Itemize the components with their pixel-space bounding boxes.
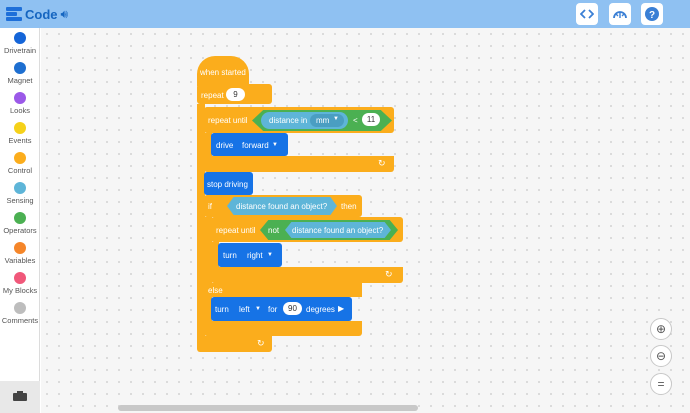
drive-label: drive [216,141,234,150]
zoom-in-button[interactable]: ⊕ [650,318,672,340]
repeat-count-input[interactable]: 9 [226,88,245,101]
repeat-label: repeat [201,91,224,100]
else-section [204,283,362,297]
repeat-until-1-arm [204,133,212,156]
top-bar: Code 🔊︎ ? [0,0,690,28]
help-button[interactable]: ? [641,3,663,25]
category-control[interactable]: Control [0,152,40,175]
loop-arrow-icon: ↻ [257,338,265,348]
turn-right-label: turn [223,251,237,260]
category-dot [14,242,26,254]
unit-value: mm [316,116,330,125]
category-sensing[interactable]: Sensing [0,182,40,205]
category-drivetrain[interactable]: Drivetrain [0,32,40,55]
code-label: Code [25,6,58,22]
else-arm [204,297,212,321]
repeat-until-1-footer [204,156,394,172]
dashboard-icon [613,11,627,19]
drive-direction[interactable]: forward [242,141,269,150]
code-view-button[interactable] [576,3,598,25]
category-variables[interactable]: Variables [0,242,40,265]
stop-driving-block[interactable] [204,172,253,195]
repeat-until-2-arm [211,242,219,267]
repeat-until-2-label: repeat until [216,226,256,235]
category-dot [14,32,26,44]
category-dot [14,122,26,134]
category-dot [14,272,26,284]
unit-dropdown[interactable] [310,114,344,127]
category-dot [14,182,26,194]
turn-left-direction[interactable]: left [239,305,250,314]
repeat-until-2-condition: distance found an object? [292,226,384,235]
category-dot [14,62,26,74]
turn-right-direction[interactable]: right [247,251,263,260]
wait-toggle-icon[interactable]: ▶ [338,304,345,313]
horizontal-scrollbar[interactable] [118,405,418,411]
dashboard-button[interactable] [609,3,631,25]
zoom-out-icon: ⊖ [655,349,667,363]
extensions-button[interactable] [0,381,40,413]
blocks-logo-icon [6,7,22,21]
chevron-down-icon: ▼ [255,306,261,312]
repeat-arm [197,104,205,336]
degrees-input[interactable]: 90 [283,302,302,315]
zoom-reset-icon: = [657,377,665,391]
repeat-footer [197,336,272,352]
if-label: if [208,202,212,211]
category-looks[interactable]: Looks [0,92,40,115]
less-than-symbol: < [353,116,358,125]
if-condition-label: distance found an object? [236,202,328,211]
category-events[interactable]: Events [0,122,40,145]
extension-icon [13,391,27,401]
zoom-out-button[interactable]: ⊖ [650,345,672,367]
if-else-footer [204,321,362,336]
category-dot [14,152,26,164]
category-comments[interactable]: Comments [0,302,40,325]
turn-right-block[interactable] [218,243,282,267]
category-dot [14,212,26,224]
svg-text:?: ? [649,10,655,21]
category-my-blocks[interactable]: My Blocks [0,272,40,295]
category-sidebar: Drivetrain Magnet Looks Events Control S… [0,28,40,413]
repeat-until-2-footer [211,267,403,283]
turn-for-degrees-block[interactable] [211,297,352,321]
repeat-until-1-label: repeat until [208,116,248,125]
category-dot [14,302,26,314]
drive-block[interactable] [211,133,288,156]
category-operators[interactable]: Operators [0,212,40,235]
zoom-reset-button[interactable]: = [650,373,672,395]
chevron-down-icon: ▼ [333,116,339,122]
category-dot [14,92,26,104]
compare-value-input[interactable]: 11 [362,113,380,126]
else-label: else [208,286,223,295]
speaker-icon[interactable]: 🔊︎ [60,6,69,21]
when-started-hat[interactable] [197,56,249,86]
zoom-in-icon: ⊕ [655,322,667,336]
stop-driving-label: stop driving [207,180,248,189]
hat-label: when started [200,68,246,77]
help-icon: ? [645,7,659,21]
found-object-condition-2[interactable] [285,222,391,238]
for-label: for [268,305,278,314]
chevron-down-icon: ▼ [272,142,278,148]
found-object-condition[interactable] [227,197,337,215]
distance-in-label: distance in [269,116,308,125]
turn-left-label: turn [215,305,229,314]
not-label: not [268,226,280,235]
if-arm [204,217,212,284]
code-view-icon [580,9,594,19]
loop-arrow-icon: ↻ [378,158,386,168]
degrees-label: degrees [306,305,335,314]
code-tab[interactable]: Code 🔊︎ [0,0,72,28]
then-label: then [341,202,357,211]
category-magnet[interactable]: Magnet [0,62,40,85]
loop-arrow-icon: ↻ [385,269,393,279]
chevron-down-icon: ▼ [267,252,273,258]
